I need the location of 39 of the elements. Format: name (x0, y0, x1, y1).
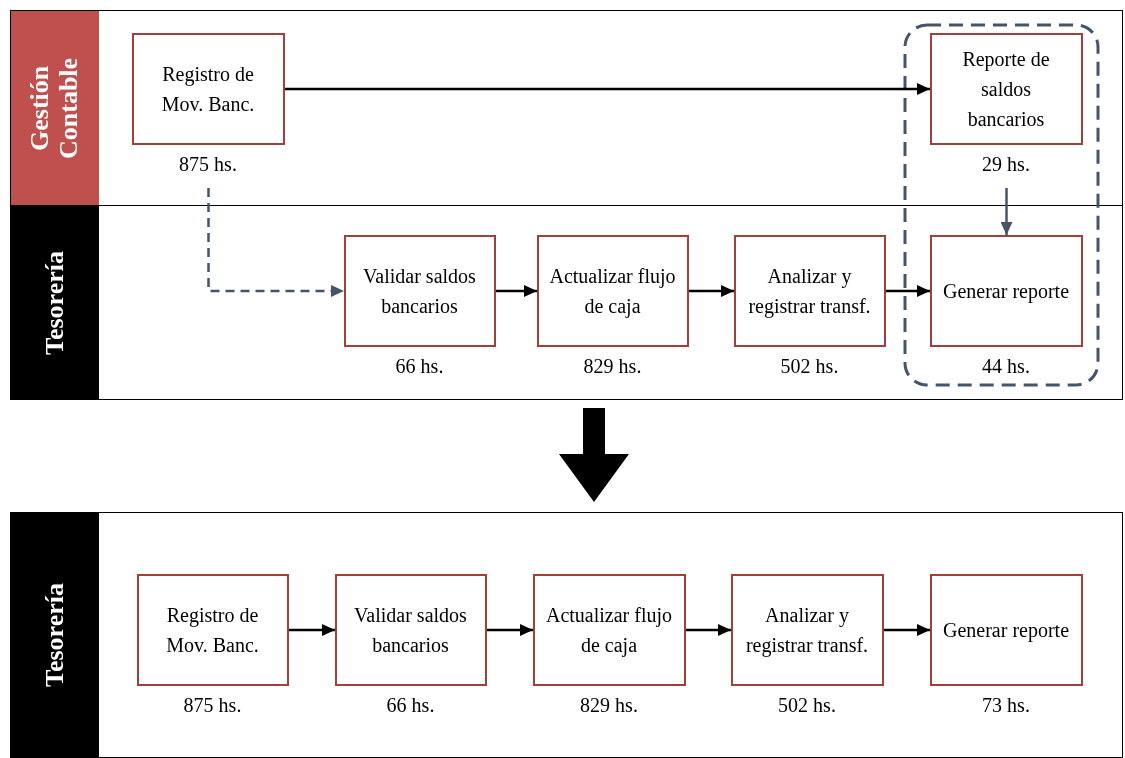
process-box: Generar reporte (929, 573, 1083, 686)
arrow (884, 624, 930, 636)
duration-label: 502 hs. (777, 693, 837, 717)
arrow (886, 285, 930, 297)
lane-title: Gestión Contable (26, 56, 84, 161)
arrow (487, 624, 533, 636)
duration-label: 502 hs. (779, 354, 840, 378)
duration-label: 829 hs. (582, 354, 643, 378)
process-box: Registro de Mov. Banc. (136, 573, 289, 686)
block-arrow (559, 408, 629, 502)
swimlane (10, 10, 1123, 206)
arrow (1000, 188, 1013, 235)
duration-label: 29 hs. (981, 152, 1031, 176)
process-box: Generar reporte (929, 234, 1083, 347)
duration-label: 73 hs. (981, 693, 1031, 717)
lane-title: Tesorería (40, 250, 70, 355)
swimlane (10, 205, 1123, 400)
process-box: Actualizar flujo de caja (536, 234, 689, 347)
duration-label: 829 hs. (579, 693, 639, 717)
duration-label: 875 hs. (182, 693, 243, 717)
process-box: Validar saldos bancarios (334, 573, 487, 686)
process-box: Actualizar flujo de caja (532, 573, 686, 686)
swimlane (10, 512, 1123, 758)
arrow (689, 285, 734, 297)
arrow (207, 188, 344, 297)
arrow (289, 624, 335, 636)
duration-label: 66 hs. (385, 693, 436, 717)
duration-label: 44 hs. (981, 354, 1031, 378)
arrow (496, 285, 537, 297)
arrow (285, 83, 930, 95)
process-box: Validar saldos bancarios (343, 234, 496, 347)
process-box: Analizar y registrar transf. (733, 234, 886, 347)
process-box: Registro de Mov. Banc. (131, 32, 285, 145)
lane-title: Tesorería (40, 583, 70, 687)
process-box: Analizar y registrar transf. (730, 573, 884, 686)
duration-label: 66 hs. (394, 354, 445, 378)
arrow (686, 624, 731, 636)
process-box: Reporte de saldos bancarios (929, 32, 1083, 145)
duration-label: 875 hs. (178, 152, 238, 176)
